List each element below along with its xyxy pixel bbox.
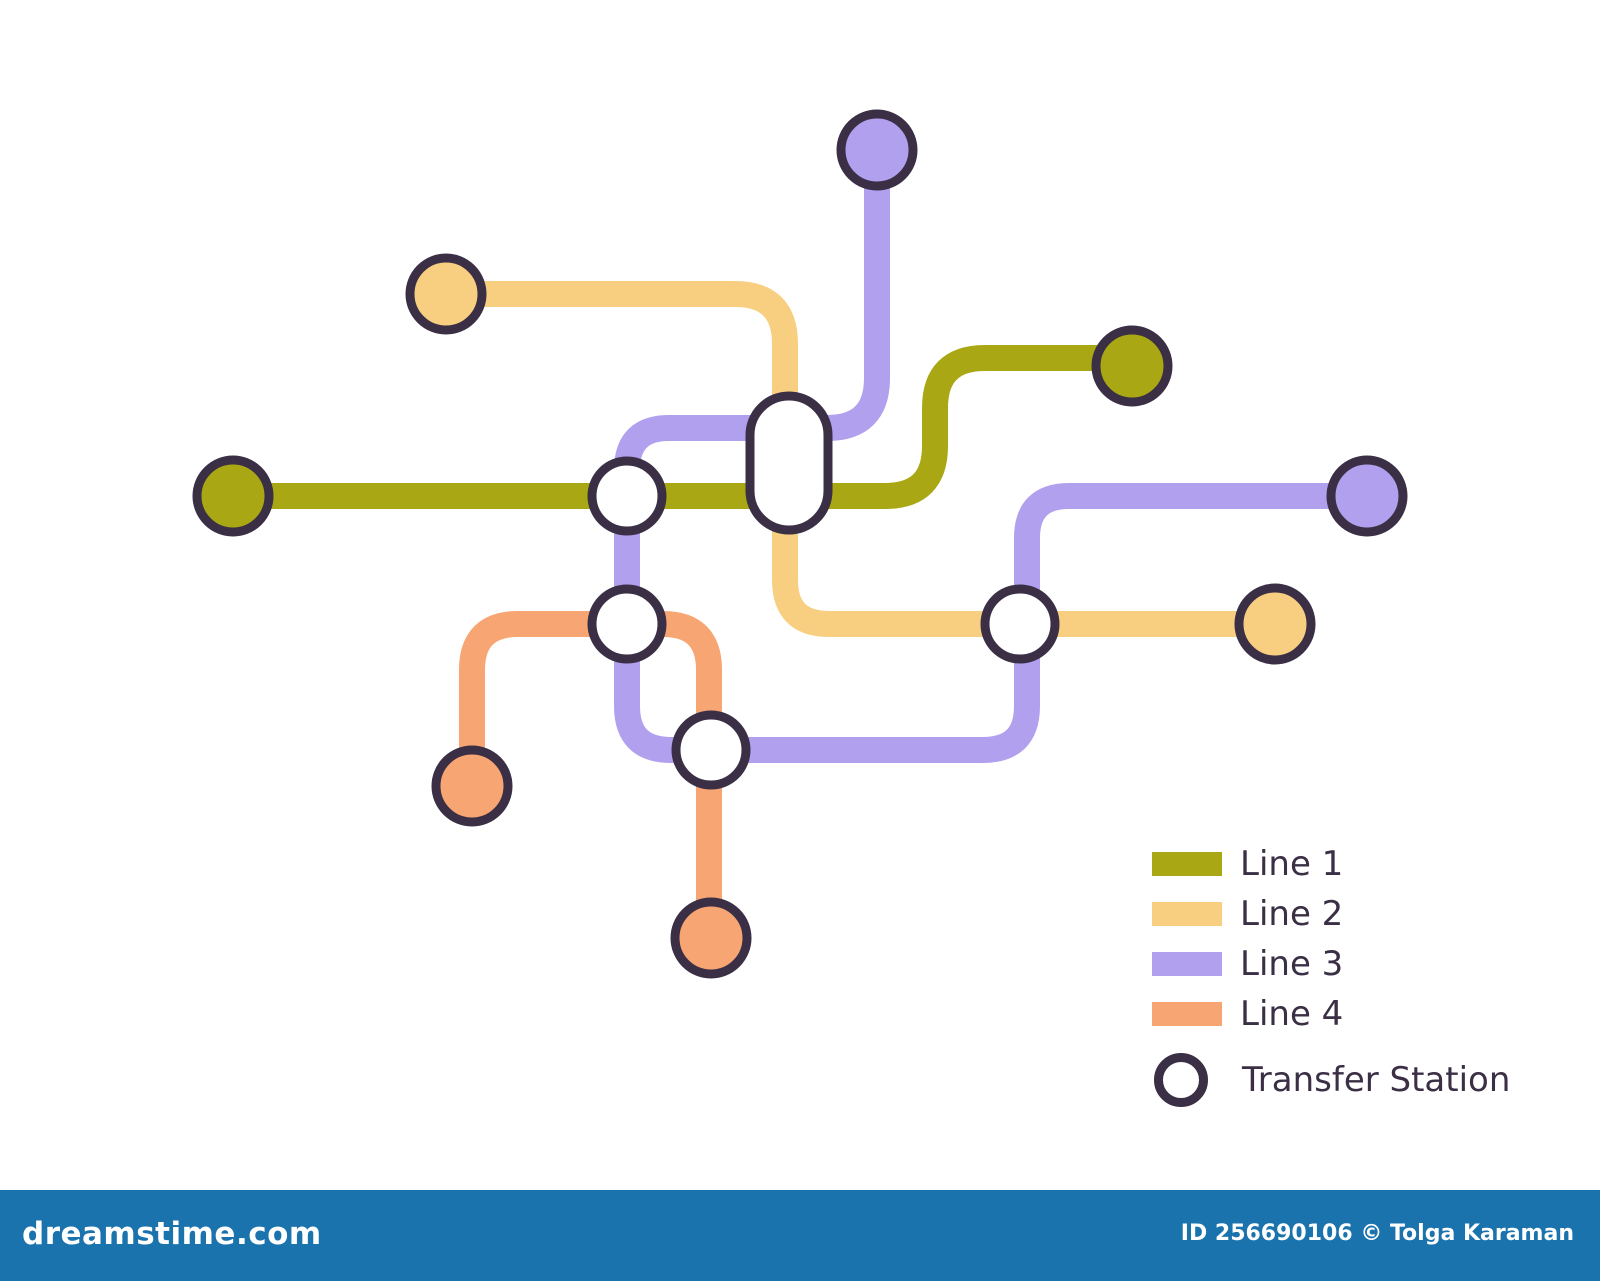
line-1-terminal-west: [192, 455, 274, 537]
metro-map: [192, 109, 1408, 979]
transfer-station-line2-line3: [980, 584, 1060, 664]
line-1-swatch: [1152, 852, 1222, 876]
brand-logo[interactable]: dreamstime.com: [22, 1216, 322, 1252]
legend-item-line-3: Line 3: [1152, 940, 1572, 990]
legend: Line 1 Line 2 Line 3 Line 4 Transfer Sta…: [1152, 840, 1572, 1126]
line-1-terminal-east: [1091, 325, 1173, 407]
transfer-station-line1-line2-line3: [745, 391, 833, 535]
line-4-terminal-south: [670, 897, 752, 979]
line-3-terminal-north: [836, 109, 918, 191]
legend-item-transfer-station: Transfer Station: [1152, 1046, 1572, 1126]
line-1-route: [220, 345, 1145, 509]
line-4-terminal-west: [431, 745, 513, 827]
legend-item-line-1: Line 1: [1152, 840, 1572, 890]
line-2-swatch: [1152, 902, 1222, 926]
legend-label: Line 1: [1240, 844, 1344, 884]
legend-label: Transfer Station: [1242, 1060, 1511, 1100]
image-credit: ID 256690106 © Tolga Karaman: [1180, 1221, 1574, 1246]
legend-label: Line 2: [1240, 894, 1344, 934]
line-3-swatch: [1152, 952, 1222, 976]
footer-bar: dreamstime.com ID 256690106 © Tolga Kara…: [0, 1190, 1600, 1281]
line-3-route-north: [614, 137, 1380, 763]
line-4-swatch: [1152, 1002, 1222, 1026]
line-2-route: [433, 281, 1285, 637]
transfer-station-line1-line3: [587, 456, 667, 536]
transfer-station-line3-line4-south: [671, 710, 751, 790]
legend-label: Line 3: [1240, 944, 1344, 984]
transfer-station-line3-line4: [587, 584, 667, 664]
legend-label: Line 4: [1240, 994, 1344, 1034]
line-2-terminal-east: [1234, 583, 1316, 665]
line-2-terminal-north: [405, 253, 487, 335]
line-3-terminal-east: [1326, 455, 1408, 537]
legend-item-line-2: Line 2: [1152, 890, 1572, 940]
legend-item-line-4: Line 4: [1152, 990, 1572, 1040]
transfer-station-icon: [1154, 1053, 1208, 1107]
